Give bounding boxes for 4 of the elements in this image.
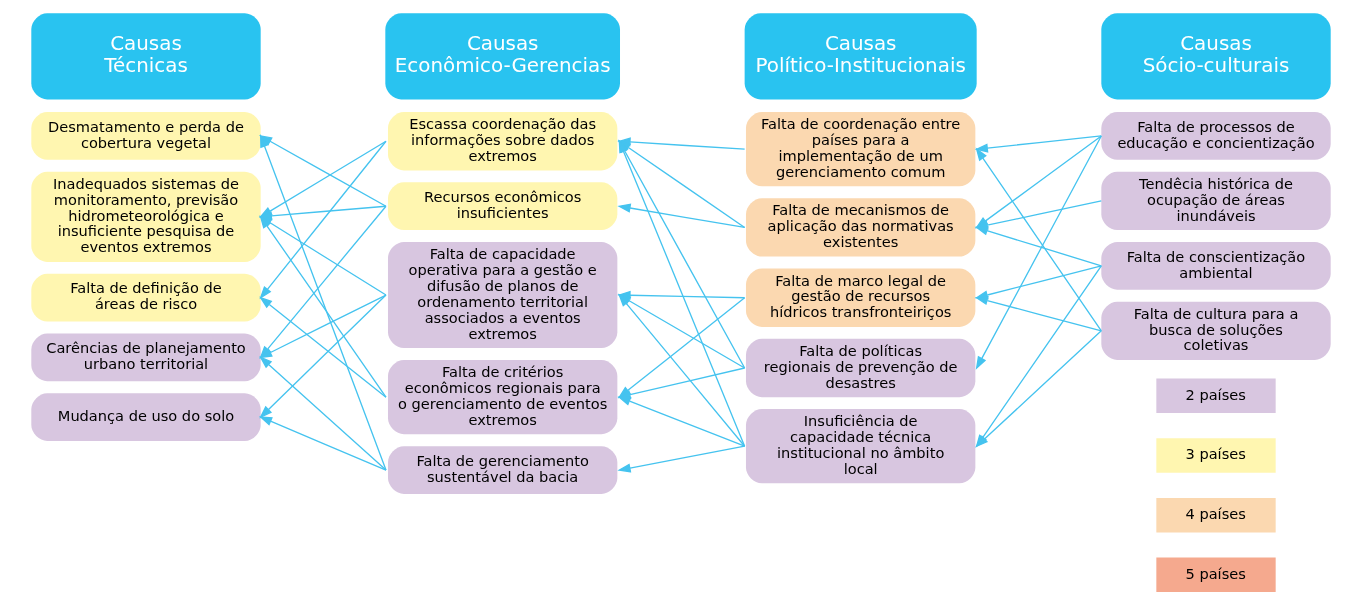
legend-label: 4 países (1185, 504, 1246, 522)
legend-label: 2 países (1185, 385, 1246, 403)
legend-label: 5 países (1185, 564, 1246, 582)
legend-label: 3 países (1185, 445, 1246, 463)
